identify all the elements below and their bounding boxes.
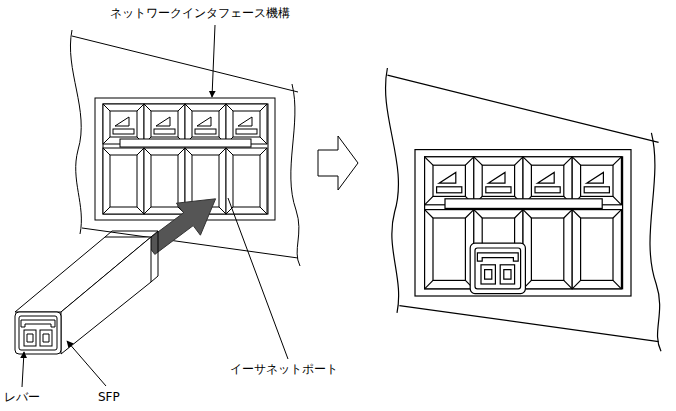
sfp-inserted [470, 243, 525, 293]
interface-panel [386, 68, 661, 351]
sfp-body-tab [105, 231, 158, 282]
insert-arrow [145, 199, 215, 255]
interface-panel-before [70, 30, 300, 266]
sfp-body-side [61, 237, 151, 354]
part-label: イーサネットポート [230, 362, 338, 376]
interface-panel-after [386, 68, 661, 351]
transition-arrow [318, 136, 358, 190]
sfp-face [15, 312, 61, 354]
leader-line [228, 198, 288, 359]
part-label: レバー [4, 390, 40, 404]
leader-line [67, 341, 106, 386]
leader-line [22, 352, 24, 387]
part-label: SFP [98, 390, 120, 404]
leader-line [212, 25, 215, 97]
part-label: ネットワークインタフェース機構 [110, 6, 290, 20]
